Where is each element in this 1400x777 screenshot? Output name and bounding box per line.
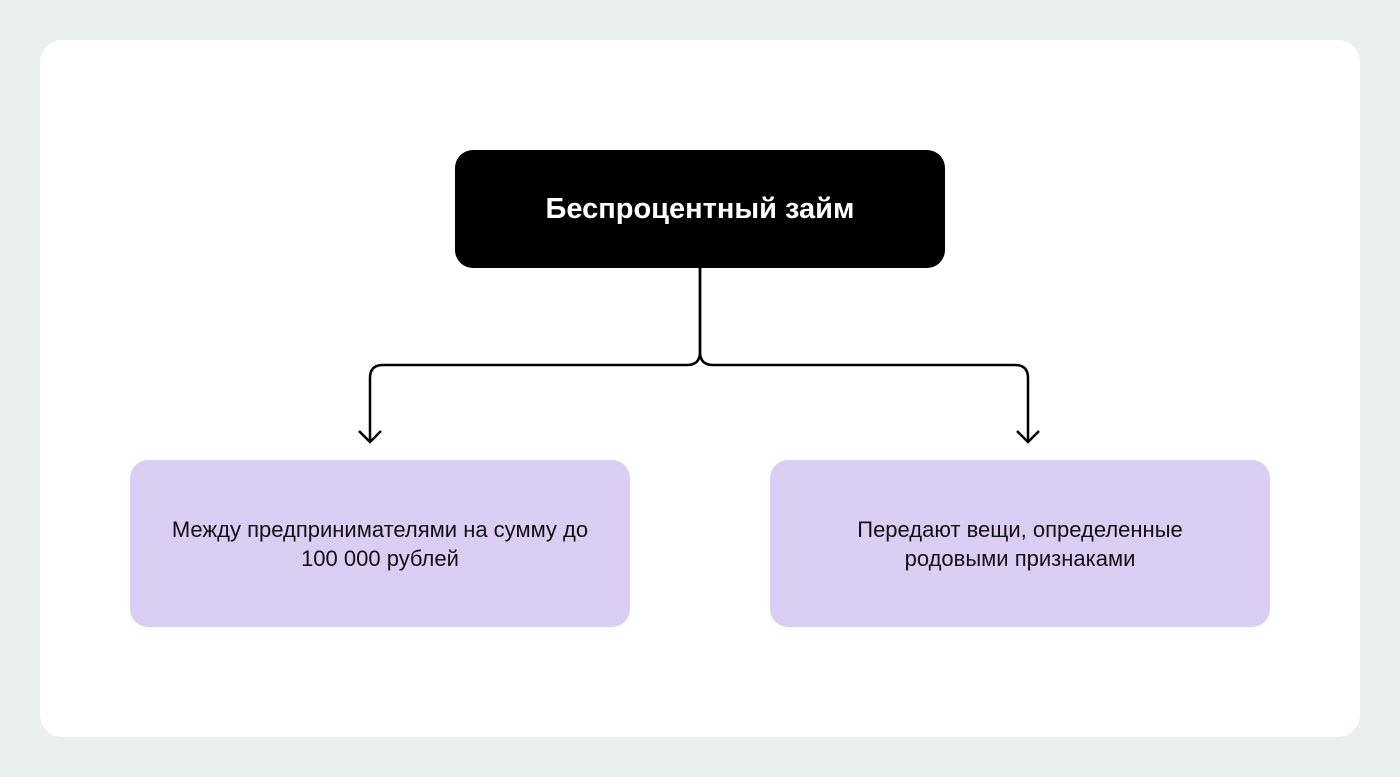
child-node-entrepreneurs: Между предпринимателями на сумму до 100 …	[130, 460, 630, 627]
arrowhead-left-icon	[358, 430, 382, 444]
child-node-label: Между предпринимателями на сумму до 100 …	[171, 516, 589, 571]
child-node-generic-goods: Передают вещи, определенные родовыми при…	[770, 460, 1270, 627]
connector-right	[698, 268, 1030, 442]
root-node-label: Беспроцентный займ	[545, 192, 855, 225]
child-node-label: Передают вещи, определенные родовыми при…	[857, 516, 1183, 571]
connector-left	[368, 268, 702, 442]
arrowhead-right-icon	[1016, 430, 1040, 444]
root-node: Беспроцентный займ	[455, 150, 945, 268]
